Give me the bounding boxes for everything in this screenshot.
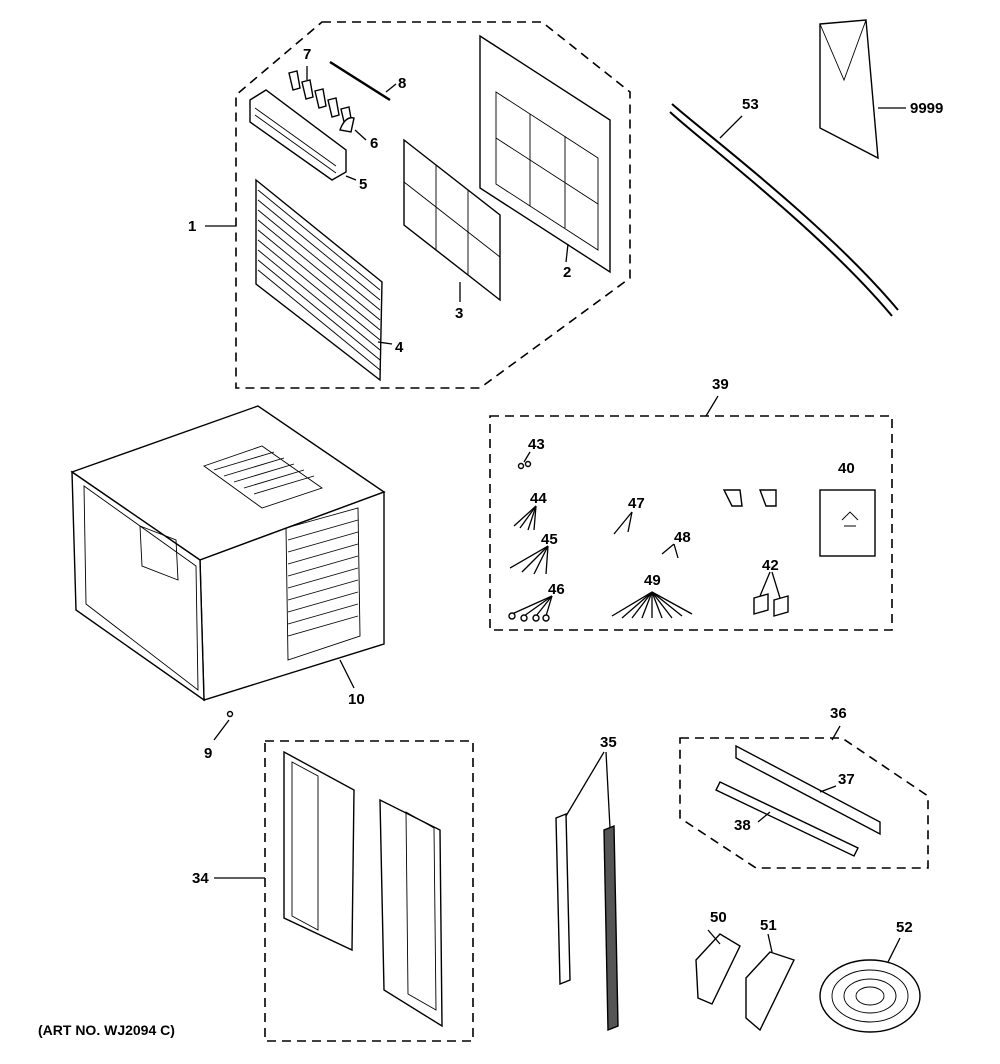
callout-1: 1 [188, 218, 197, 235]
side-curtains-group [214, 740, 474, 1042]
part-44-screws [513, 505, 537, 531]
part-38-bottom-rail [715, 781, 859, 857]
part-45-screws [509, 545, 549, 575]
part-49-screws [611, 591, 693, 619]
callout-46: 46 [548, 581, 565, 598]
callout-3: 3 [455, 305, 464, 322]
hardware-kit-boundary [489, 415, 893, 631]
callout-45: 45 [541, 531, 558, 548]
callout-34: 34 [192, 870, 209, 887]
part-34-curtain-right [379, 798, 443, 1028]
part-7-clips [288, 70, 353, 127]
part-9999-envelope [819, 19, 906, 160]
callout-9999: 9999 [910, 100, 944, 117]
callout-51: 51 [760, 917, 777, 934]
callout-47: 47 [628, 495, 645, 512]
callout-39: 39 [712, 376, 729, 393]
callout-8: 8 [398, 75, 407, 92]
callout-40: 40 [838, 460, 855, 477]
callout-49: 49 [644, 572, 661, 589]
part-6-latch [339, 117, 355, 133]
rails-boundary [679, 737, 929, 869]
callout-50: 50 [710, 909, 727, 926]
part-42-brackets [753, 571, 789, 617]
part-53-gasket [669, 103, 899, 317]
part-50-bracket [695, 929, 741, 1005]
part-48-screws [661, 543, 679, 559]
callout-9: 9 [204, 745, 213, 762]
callout-7: 7 [303, 46, 312, 63]
callout-53: 53 [742, 96, 759, 113]
callout-35: 35 [600, 734, 617, 751]
part-35-seals [555, 751, 619, 1032]
part-40-instruction-sheet [819, 489, 876, 557]
part-37-top-rail [735, 744, 881, 836]
callout-38: 38 [734, 817, 751, 834]
callout-6: 6 [370, 135, 379, 152]
callout-10: 10 [348, 691, 365, 708]
part-51-bracket [745, 933, 795, 1032]
part-3-filter [403, 138, 501, 302]
part-47-screws [613, 511, 633, 535]
part-2-front-frame [479, 34, 611, 274]
callout-37: 37 [838, 771, 855, 788]
callout-52: 52 [896, 919, 913, 936]
part-34-curtain-left [283, 750, 355, 952]
callout-48: 48 [674, 529, 691, 546]
part-8-rod [329, 60, 391, 102]
callout-2: 2 [563, 264, 572, 281]
part-5-louver [249, 89, 347, 181]
part-bracket-a [722, 489, 743, 507]
part-bracket-b [758, 489, 777, 507]
front-assembly-group [205, 21, 631, 389]
callout-42: 42 [762, 557, 779, 574]
part-43-screws [517, 451, 532, 470]
callout-44: 44 [530, 490, 547, 507]
front-assembly-boundary [235, 21, 631, 389]
callout-36: 36 [830, 705, 847, 722]
callout-4: 4 [395, 339, 404, 356]
part-52-foam-roll [819, 937, 921, 1033]
callout-43: 43 [528, 436, 545, 453]
part-46-washers [508, 595, 553, 622]
rails-group [679, 725, 929, 869]
callout-5: 5 [359, 176, 368, 193]
hardware-kit-group [489, 395, 893, 631]
part-4-grille [255, 178, 383, 382]
art-number-label: (ART NO. WJ2094 C) [38, 1022, 175, 1038]
part-10-cabinet [70, 405, 386, 702]
part-9-screw [213, 710, 234, 741]
